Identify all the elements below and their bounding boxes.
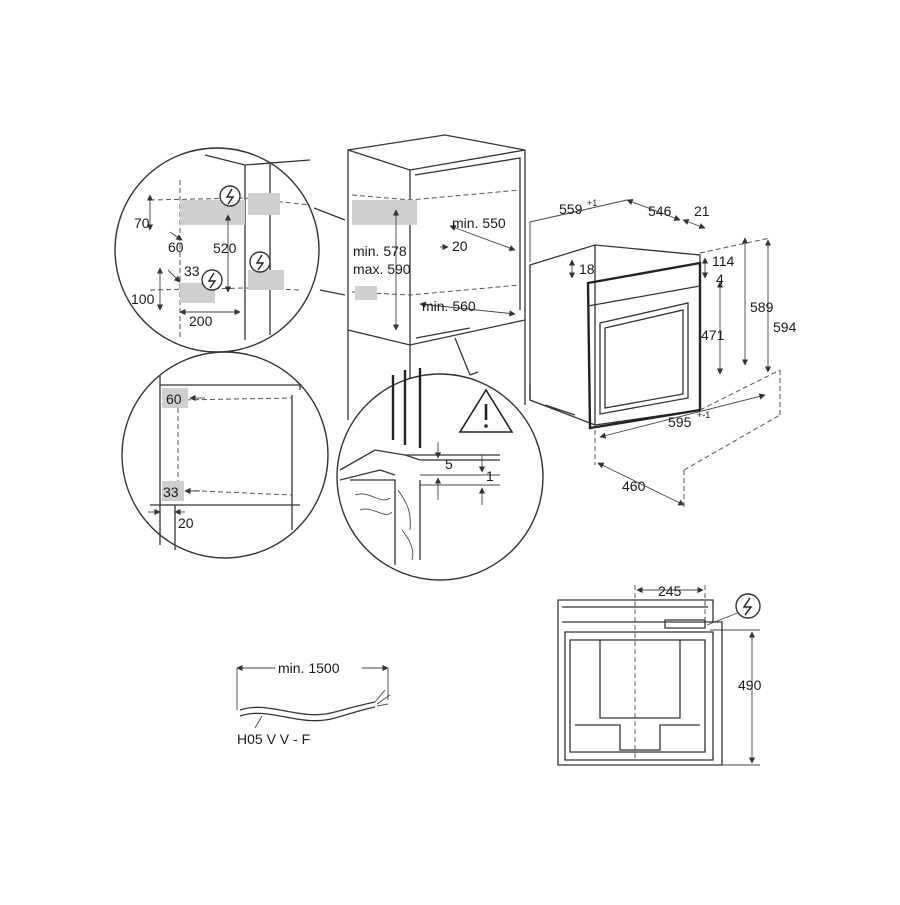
label-1: 1 [486,468,494,484]
label-min-578: min. 578 [353,243,407,259]
power-zone-top [352,200,417,225]
label-60-detail-a: 60 [168,239,184,255]
label-21: 21 [694,203,710,219]
label-20-cabinet: 20 [452,238,468,254]
power-symbol-icon [249,251,271,273]
label-max-590: max. 590 [353,261,411,277]
label-471: 471 [701,327,725,343]
label-114: 114 [712,253,735,269]
cable-drawing [236,664,391,729]
detail-a-leader-bottom [319,289,346,296]
label-594: 594 [773,319,797,335]
detail-b-zone-top [162,388,188,408]
label-4: 4 [716,271,724,287]
oven-drawing [529,199,781,510]
label-589: 589 [750,299,774,315]
label-min-1500: min. 1500 [278,660,340,676]
label-546: 546 [648,203,672,219]
label-min-560: min. 560 [422,298,476,314]
rear-view-drawing [557,585,760,766]
label-5: 5 [445,456,453,472]
label-70: 70 [134,215,150,231]
label-460: 460 [622,478,646,494]
label-559: 559 [559,201,583,217]
label-60-detail-b: 60 [166,391,182,407]
power-symbol-icon [219,185,241,207]
cabinet-drawing [347,134,526,420]
power-symbol-icon [201,269,223,291]
label-18: 18 [579,261,595,277]
label-100: 100 [131,291,155,307]
label-min-550: min. 550 [452,215,506,231]
label-33-detail-a: 33 [184,263,200,279]
label-20-detail-b: 20 [178,515,194,531]
detail-a-leader-top [313,207,346,221]
detail-c-circle [336,337,544,581]
detail-a-zone-top-right [248,193,280,215]
label-559-tolerance: +1 [587,198,597,208]
label-595-tolerance: +-1 [697,410,710,420]
power-symbol-icon [735,593,761,619]
label-490: 490 [738,677,762,693]
label-cable-type: H05 V V - F [237,731,310,747]
detail-b-circle [121,351,329,559]
detail-a-zone-bottom-right [248,270,284,290]
label-595: 595 [668,414,692,430]
detail-a-circle [114,147,320,353]
label-520: 520 [213,240,237,256]
label-245: 245 [658,583,682,599]
label-200: 200 [189,313,213,329]
label-33-detail-b: 33 [163,484,179,500]
power-zone-bottom [355,286,377,300]
detail-b-zone-bottom [162,481,184,501]
